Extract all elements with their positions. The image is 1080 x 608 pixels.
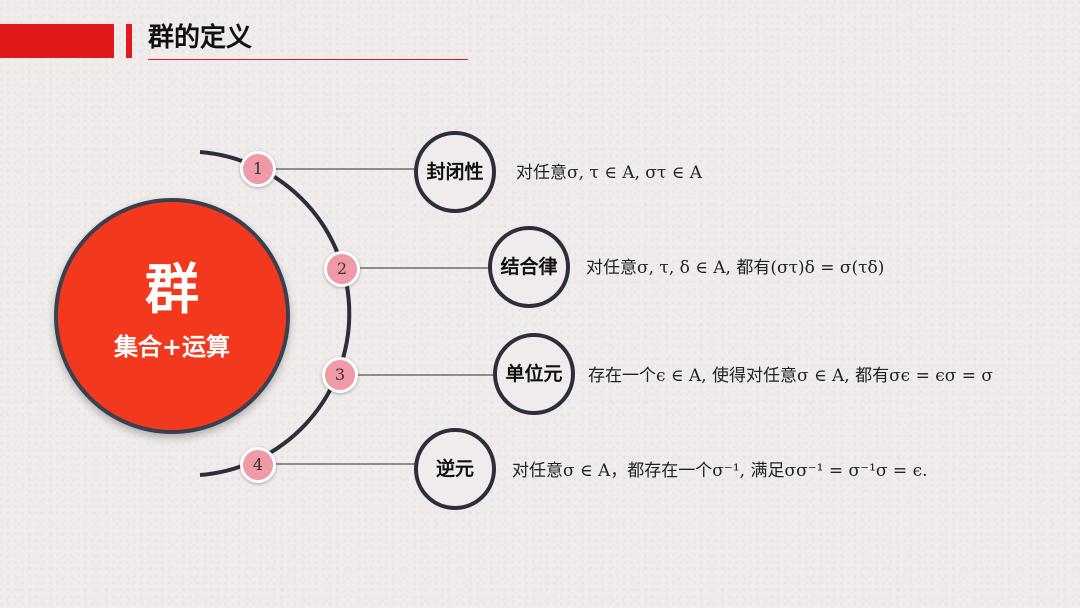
property-circle-inverse: 逆元 <box>414 428 496 510</box>
property-circle-identity: 单位元 <box>493 333 575 415</box>
page-title: 群的定义 <box>148 23 253 53</box>
property-description-identity: 存在一个ϵ ∈ A, 使得对任意σ ∈ A, 都有σϵ = ϵσ = σ <box>588 366 994 386</box>
number-badge-4: 4 <box>240 447 276 483</box>
property-description-inverse: 对任意σ ∈ A，都存在一个σ⁻¹, 满足σσ⁻¹ = σ⁻¹σ = ϵ. <box>512 461 928 481</box>
property-circle-associativity: 结合律 <box>488 226 570 308</box>
title-underline <box>148 59 468 60</box>
number-badge-1: 1 <box>240 151 276 187</box>
property-circle-closure: 封闭性 <box>414 131 496 213</box>
center-subtitle: 集合+运算 <box>113 333 231 361</box>
property-description-closure: 对任意σ, τ ∈ A, στ ∈ A <box>516 163 702 183</box>
group-center-circle: 群 集合+运算 <box>54 198 290 434</box>
center-title: 群 <box>145 258 199 321</box>
number-badge-2: 2 <box>324 251 360 287</box>
header-accent-tick <box>126 24 132 58</box>
number-badge-3: 3 <box>322 357 358 393</box>
property-description-associativity: 对任意σ, τ, δ ∈ A, 都有(στ)δ = σ(τδ) <box>586 258 885 278</box>
header-accent-bar <box>0 24 114 58</box>
